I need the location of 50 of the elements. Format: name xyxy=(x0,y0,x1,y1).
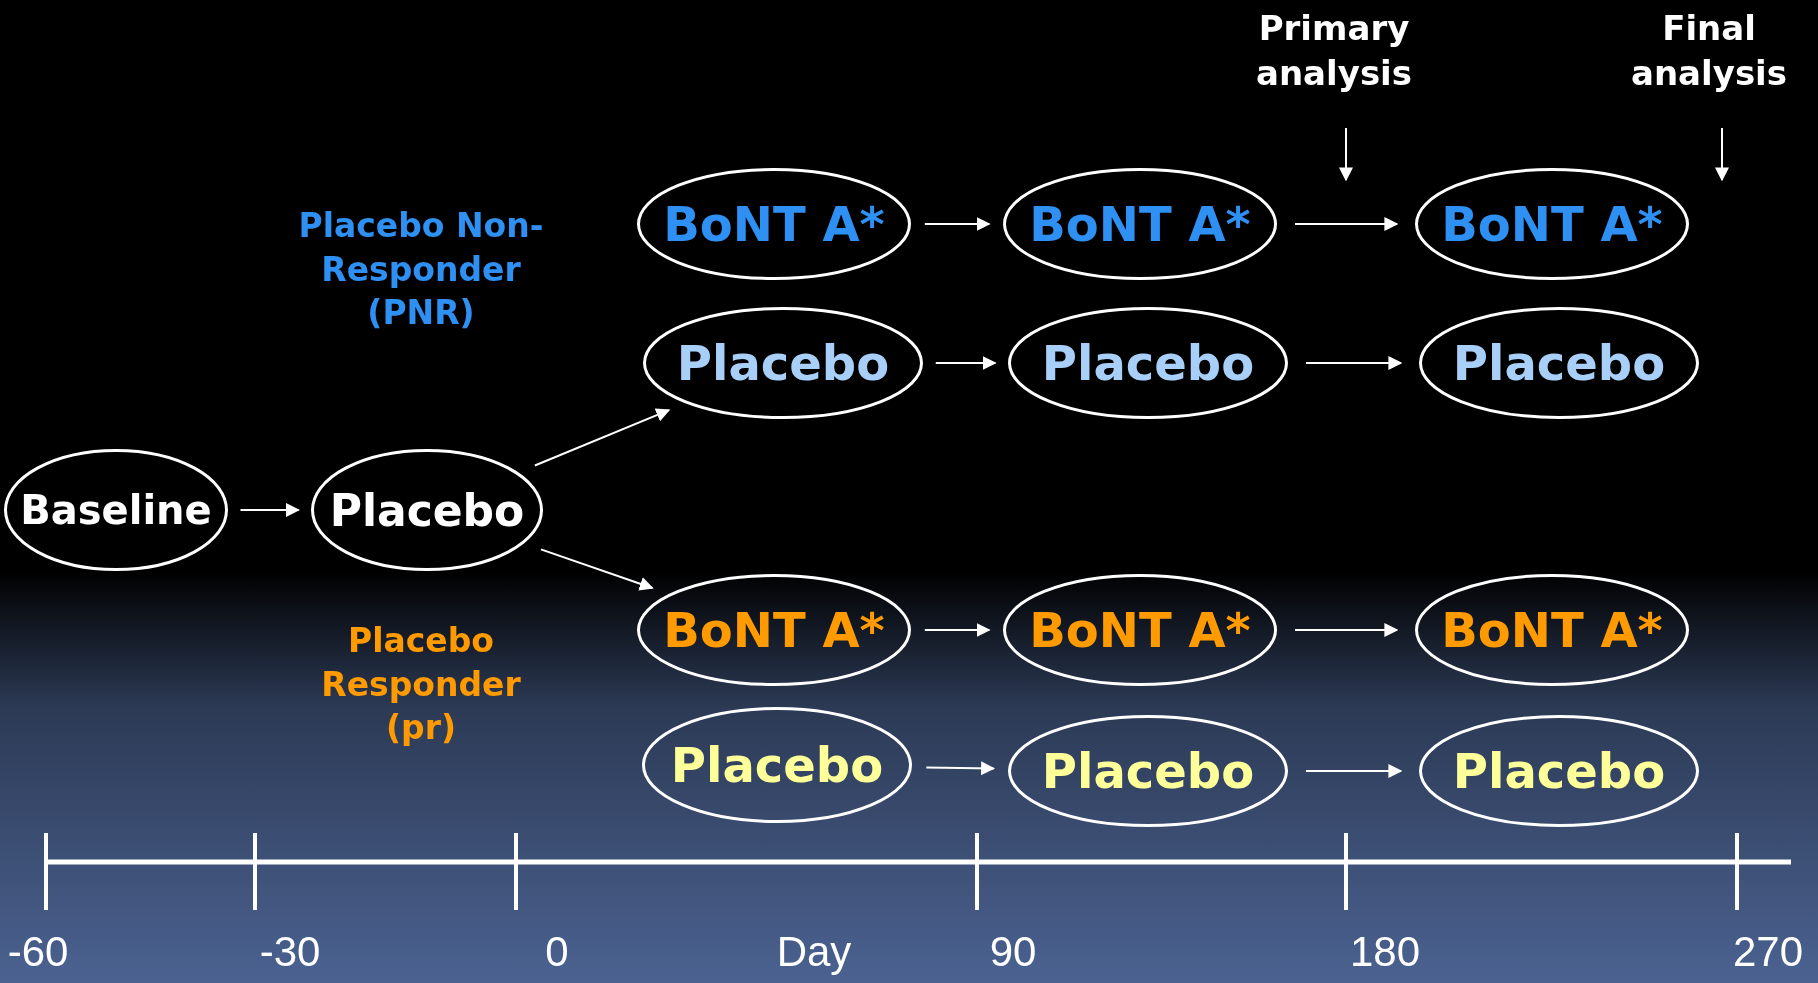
arrow xyxy=(1305,764,1403,778)
group-label: Placebo Responder (pr) xyxy=(320,620,522,750)
ellipse-node xyxy=(642,707,912,823)
ellipse-node xyxy=(1003,168,1277,280)
arrow xyxy=(1294,217,1399,231)
ellipse-node xyxy=(643,307,923,419)
node-label: BoNT A* xyxy=(1440,195,1664,254)
node-label: Placebo xyxy=(675,334,891,393)
node-label: BoNT A* xyxy=(662,195,886,254)
annotation-label: Final analysis xyxy=(1629,7,1788,95)
ellipse-node xyxy=(1419,307,1699,419)
node-label: Placebo xyxy=(669,736,885,795)
arrow xyxy=(239,503,300,517)
node-label: Baseline xyxy=(19,486,213,535)
axis-tick-label: 0 xyxy=(545,928,569,976)
axis-tick-label: 180 xyxy=(1349,928,1421,976)
arrow xyxy=(934,356,997,370)
arrow xyxy=(1294,623,1399,637)
arrow xyxy=(923,217,991,231)
axis-tick-label: 270 xyxy=(1732,928,1804,976)
ellipse-node xyxy=(4,449,228,571)
node-label: BoNT A* xyxy=(1440,601,1664,660)
arrow xyxy=(533,408,671,467)
node-label: Placebo xyxy=(328,483,526,538)
node-label: Placebo xyxy=(1040,742,1256,801)
ellipse-node xyxy=(1415,574,1689,686)
group-label: Placebo Non-Responder (PNR) xyxy=(297,205,545,335)
axis-tick-label: 90 xyxy=(989,928,1037,976)
node-label: BoNT A* xyxy=(662,601,886,660)
arrow xyxy=(925,761,996,776)
annotation-label: Primary analysis xyxy=(1254,7,1413,95)
node-label: BoNT A* xyxy=(1028,195,1252,254)
axis-tick-label: Day xyxy=(776,928,852,976)
axis-tick-label: -60 xyxy=(7,928,69,976)
ellipse-node xyxy=(637,168,911,280)
node-label: Placebo xyxy=(1451,742,1667,801)
ellipse-node xyxy=(1008,307,1288,419)
ellipse-node xyxy=(311,449,543,571)
ellipse-node xyxy=(1415,168,1689,280)
node-label: Placebo xyxy=(1451,334,1667,393)
ellipse-node xyxy=(1003,574,1277,686)
arrow xyxy=(539,548,654,591)
ellipse-node xyxy=(1419,715,1699,827)
arrow xyxy=(1305,356,1403,370)
node-label: Placebo xyxy=(1040,334,1256,393)
ellipse-node xyxy=(637,574,911,686)
axis-tick-label: -30 xyxy=(259,928,321,976)
node-label: BoNT A* xyxy=(1028,601,1252,660)
ellipse-node xyxy=(1008,715,1288,827)
arrow xyxy=(923,623,991,637)
